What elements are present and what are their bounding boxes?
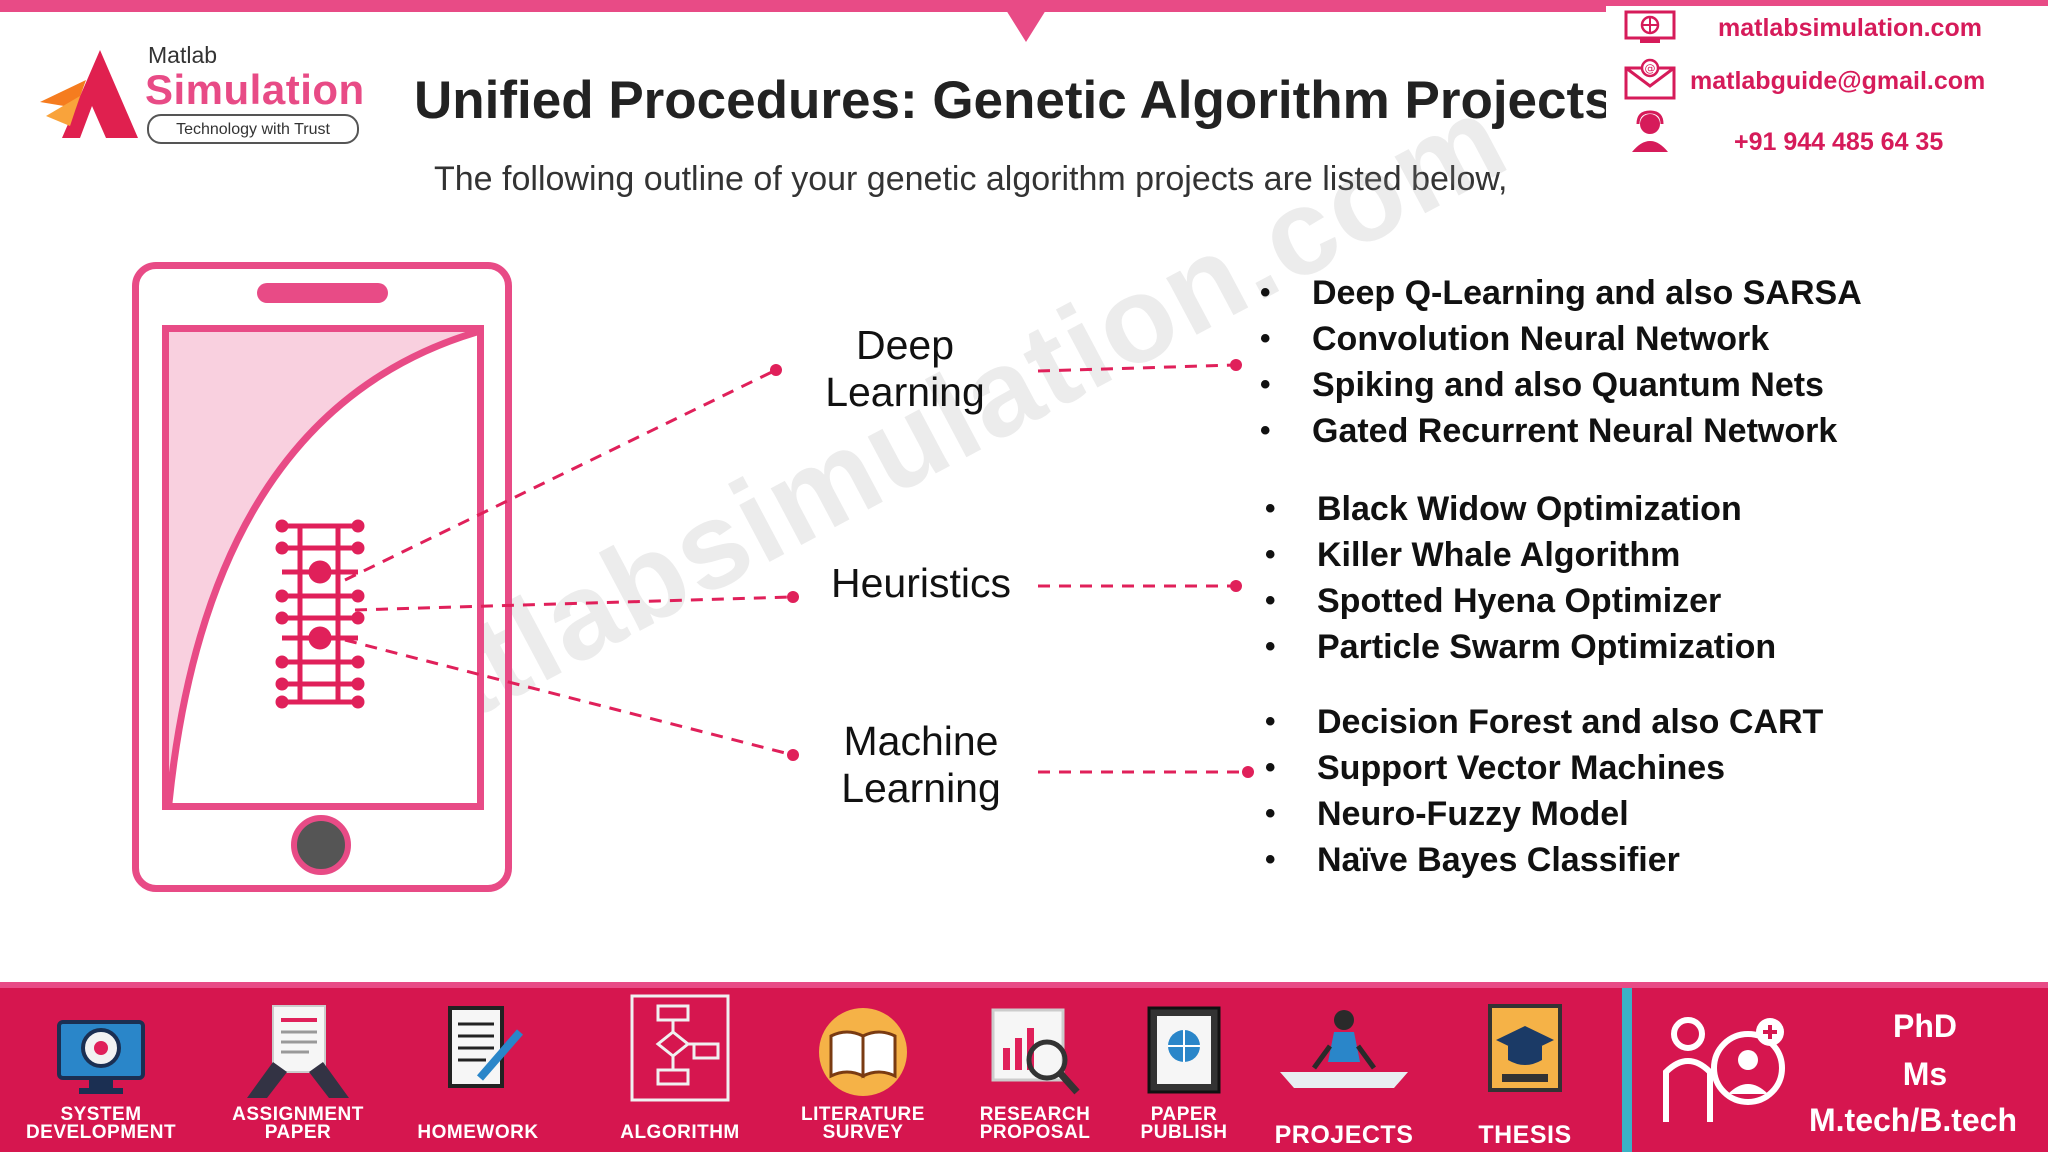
degree-ms: Ms — [1902, 1056, 1948, 1092]
website-link[interactable]: matlabsimulation.com — [1718, 14, 1982, 42]
notebook-pen-icon — [428, 1002, 528, 1107]
chart-magnifier-icon — [985, 1002, 1085, 1107]
email-link[interactable]: matlabguide@gmail.com — [1690, 67, 1986, 95]
phone-support-icon — [1628, 110, 1672, 159]
list-item: Spotted Hyena Optimizer — [1265, 578, 1776, 624]
top-accent-bar — [0, 0, 2048, 12]
logo-mark-icon — [40, 46, 140, 147]
logo-tagline: Technology with Trust — [147, 114, 359, 144]
nav-label: THESIS — [1478, 1121, 1572, 1149]
category-deep-learning: Deep Learning — [800, 322, 1010, 416]
category-line: Learning — [825, 369, 985, 415]
nav-algorithm[interactable]: ALGORITHM — [598, 988, 762, 1152]
category-line: Heuristics — [831, 560, 1011, 606]
nav-thesis[interactable]: THESIS — [1444, 988, 1606, 1152]
list-item: Killer Whale Algorithm — [1265, 532, 1776, 578]
logo-small-text: Matlab — [148, 42, 218, 68]
phone-speaker — [257, 283, 388, 303]
top-notch — [1006, 10, 1046, 42]
list-item: Neuro-Fuzzy Model — [1265, 791, 1823, 837]
list-item: Support Vector Machines — [1265, 745, 1823, 791]
globe-document-icon — [1139, 1002, 1229, 1107]
degree-phd: PhD — [1893, 1008, 1957, 1044]
open-book-icon — [813, 1002, 913, 1107]
graduation-cap-icon — [1480, 1002, 1570, 1107]
category-line: Deep — [855, 322, 954, 368]
nav-label: HOMEWORK — [417, 1122, 539, 1143]
list-item: Deep Q-Learning and also SARSA — [1260, 270, 1862, 316]
phone-link[interactable]: +91 944 485 64 35 — [1734, 128, 1944, 156]
logo-brand-text: Simulation — [145, 66, 365, 113]
nav-homework[interactable]: HOMEWORK — [398, 988, 558, 1152]
people-icon — [1652, 1010, 1792, 1135]
nav-label: PROJECTS — [1274, 1121, 1414, 1149]
heuristics-list: Black Widow Optimization Killer Whale Al… — [1265, 486, 1776, 670]
paper-hands-icon — [243, 1002, 353, 1107]
monitor-gear-icon — [51, 1002, 151, 1107]
category-heuristics: Heuristics — [812, 560, 1030, 607]
email-icon: @ — [1624, 58, 1676, 105]
person-desk-icon — [1274, 1002, 1414, 1107]
nav-projects[interactable]: PROJECTS — [1256, 988, 1432, 1152]
deep-learning-list: Deep Q-Learning and also SARSA Convoluti… — [1260, 270, 1862, 454]
list-item: Black Widow Optimization — [1265, 486, 1776, 532]
svg-text:@: @ — [1645, 62, 1656, 75]
page-subtitle: The following outline of your genetic al… — [434, 160, 1508, 198]
category-line: Learning — [841, 765, 1001, 811]
contact-panel: matlabsimulation.com @ matlabguide@gmail… — [1606, 6, 2048, 156]
list-item: Gated Recurrent Neural Network — [1260, 408, 1862, 454]
degree-mtech-btech: M.tech/B.tech — [1808, 1102, 2018, 1138]
nav-label: ALGORITHM — [620, 1122, 740, 1143]
category-line: Machine — [843, 718, 999, 764]
dna-icon — [272, 516, 368, 717]
phone-illustration — [132, 262, 512, 892]
list-item: Convolution Neural Network — [1260, 316, 1862, 362]
bar-divider — [1622, 988, 1632, 1152]
machine-learning-list: Decision Forest and also CART Support Ve… — [1265, 699, 1823, 883]
list-item: Naïve Bayes Classifier — [1265, 837, 1823, 883]
flowchart-icon — [628, 992, 732, 1109]
list-item: Spiking and also Quantum Nets — [1260, 362, 1862, 408]
list-item: Decision Forest and also CART — [1265, 699, 1823, 745]
list-item: Particle Swarm Optimization — [1265, 624, 1776, 670]
category-machine-learning: Machine Learning — [816, 718, 1026, 812]
phone-home-button — [291, 815, 351, 875]
page-title: Unified Procedures: Genetic Algorithm Pr… — [414, 71, 1614, 130]
website-icon — [1624, 10, 1676, 49]
